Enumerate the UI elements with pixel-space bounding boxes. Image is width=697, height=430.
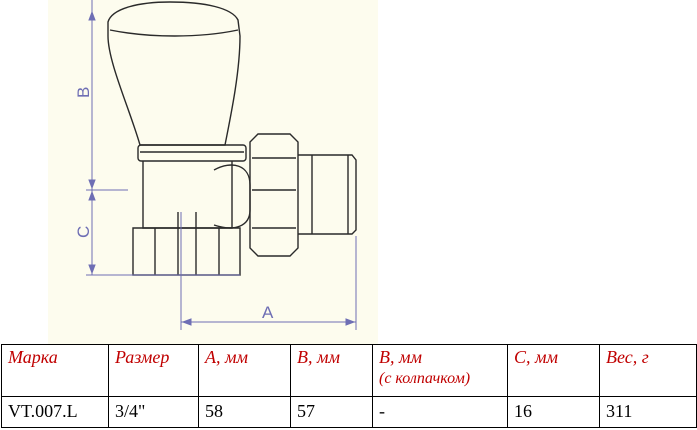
cell-a: 58 (198, 396, 291, 428)
header-label: C, мм (514, 347, 558, 367)
header-cell-b: B, мм (290, 344, 373, 397)
cell-brand: VT.007.L (1, 396, 109, 428)
table-row: VT.007.L 3/4" 58 57 - 16 311 (1, 396, 697, 428)
valve-body (142, 161, 233, 229)
header-label: Вес, г (606, 347, 649, 367)
dimension-label-a: A (262, 303, 274, 322)
valve-side-nut (249, 133, 299, 257)
header-cell-b-with-cap: B, мм (с колпачком) (372, 344, 508, 397)
cell-size: 3/4" (108, 396, 199, 428)
header-label: B, мм (297, 347, 340, 367)
valve-outlet-thread (298, 154, 357, 235)
valve-drawing: A B C (48, 0, 378, 345)
valve-bottom-nut (132, 227, 241, 276)
header-cell-a: A, мм (198, 344, 291, 397)
header-cell-brand: Марка (1, 344, 109, 397)
valve-outline (107, 1, 357, 276)
header-cell-c: C, мм (507, 344, 600, 397)
cell-weight: 311 (599, 396, 697, 428)
dimension-lines (86, 0, 357, 330)
cell-b: 57 (290, 396, 373, 428)
header-label: Размер (115, 347, 170, 367)
dimension-label-c: C (74, 226, 93, 238)
dimension-label-b: B (74, 87, 93, 98)
valve-drawing-svg: A B C (74, 0, 357, 330)
cell-b-with-cap: - (372, 396, 508, 428)
header-cell-size: Размер (108, 344, 199, 397)
spec-table: Марка Размер A, мм B, мм B, мм (с колпачк… (1, 344, 697, 428)
valve-collar (137, 144, 247, 162)
header-label: B, мм (379, 347, 422, 367)
spec-table-header-row: Марка Размер A, мм B, мм B, мм (с колпачк… (1, 344, 697, 397)
valve-handle-cap (107, 1, 241, 146)
header-sublabel: (с колпачком) (379, 370, 471, 387)
header-label: A, мм (205, 347, 248, 367)
header-cell-weight: Вес, г (599, 344, 697, 397)
drawing-background (48, 0, 378, 345)
cell-c: 16 (507, 396, 600, 428)
header-label: Марка (8, 347, 58, 367)
